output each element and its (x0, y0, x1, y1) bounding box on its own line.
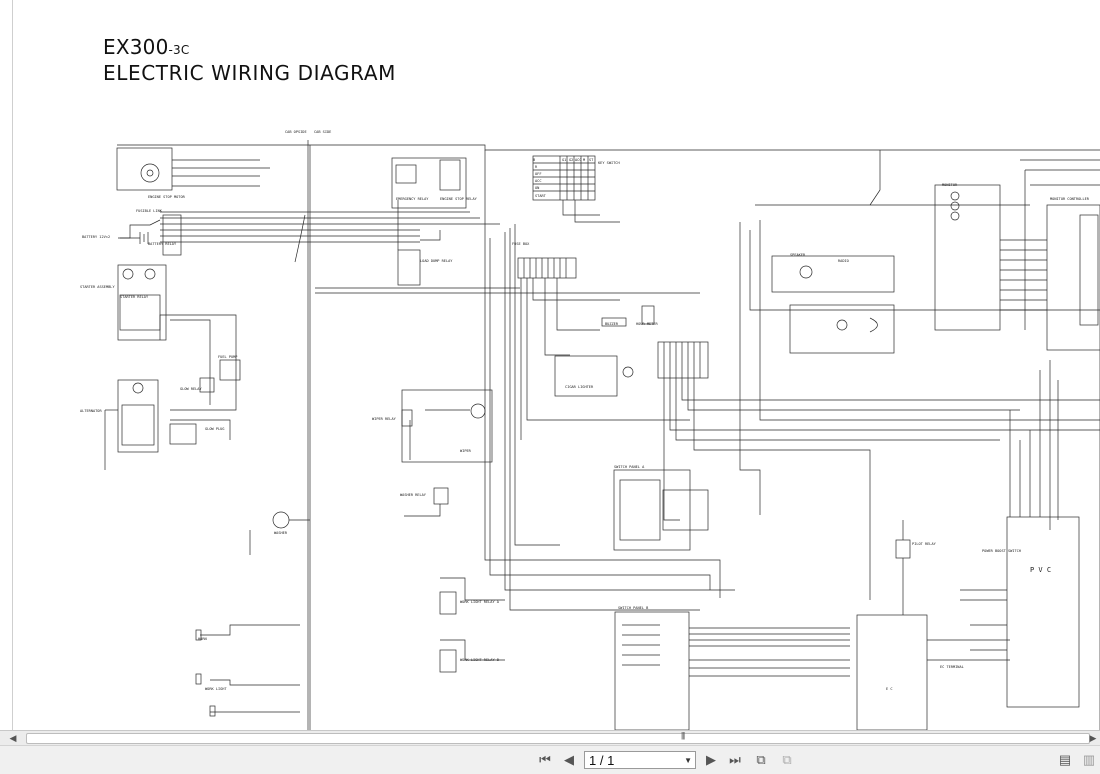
viewer-toolbar: ⏮ ◀ 1 / 1 ▼ ▶ ⏭ ⧉ ⧉ ▤ ▥ (0, 745, 1100, 774)
wiring-diagram: B G1 G2 ACC M ST R OFF ACC ON START KEY … (80, 130, 1100, 730)
label-power-boost-switch: POWER BOOST SWITCH (982, 549, 1021, 553)
chevron-down-icon: ▼ (684, 756, 692, 765)
first-page-icon[interactable]: ⏮ (539, 752, 551, 767)
single-page-view-icon[interactable]: ▤ (1058, 752, 1072, 767)
label-horn: HORN (198, 637, 207, 641)
scroll-grip-icon[interactable]: ||| (681, 731, 685, 740)
label-wiper: WIPER (460, 449, 472, 453)
page-edge (12, 0, 13, 730)
label-switch-panel-a: SWITCH PANEL A (614, 465, 645, 469)
label-key-switch: KEY SWITCH (598, 161, 620, 165)
key-pos-st: ST (589, 158, 594, 162)
label-cab-side: CAB SIDE (314, 130, 331, 134)
key-pos-g1: G1 (562, 158, 566, 162)
label-starter-relay: STARTER RELAY (120, 295, 149, 299)
label-starter-assembly: STARTER ASSEMBLY (80, 285, 115, 289)
key-pos-b: B (533, 158, 535, 162)
label-buzzer: BUZZER (605, 322, 619, 326)
label-glow-relay: GLOW RELAY (180, 387, 202, 391)
title-suffix: -3C (168, 43, 190, 57)
label-monitor-controller: MONITOR CONTROLLER (1050, 197, 1090, 201)
key-row-start: START (535, 194, 547, 198)
label-battery-relay: BATTERY RELAY (148, 242, 177, 246)
label-cigar-lighter: CIGAR LIGHTER (565, 385, 594, 389)
horizontal-scrollbar[interactable]: ◀ ||| ▶ (0, 730, 1100, 745)
label-hour-meter: HOUR METER (636, 322, 658, 326)
fit-width-icon[interactable]: ⧉ (782, 752, 792, 767)
key-row-on: ON (535, 186, 539, 190)
label-work-light-relay-a: WORK LIGHT RELAY A (460, 600, 500, 604)
label-work-light: WORK LIGHT (205, 687, 227, 691)
key-pos-acc: ACC (575, 158, 582, 162)
key-pos-m: M (583, 158, 586, 162)
key-row-r: R (535, 165, 538, 169)
page-selector[interactable]: 1 / 1 ▼ (584, 751, 696, 769)
label-switch-panel-b: SWITCH PANEL B (618, 606, 648, 610)
label-work-light-relay-b: WORK LIGHT RELAY B (460, 658, 499, 662)
last-page-icon[interactable]: ⏭ (729, 752, 741, 767)
key-pos-g2: G2 (569, 158, 573, 162)
next-page-icon[interactable]: ▶ (706, 752, 716, 767)
page-number: 1 / 1 (589, 753, 615, 768)
previous-page-icon[interactable]: ◀ (564, 752, 574, 767)
label-fusible-link: FUSIBLE LINK (136, 209, 163, 213)
label-pvc: P V C (1030, 566, 1051, 574)
scroll-track[interactable] (26, 733, 1090, 744)
label-glow-plug: GLOW PLUG (205, 427, 224, 431)
label-ec-terminal: EC TERMINAL (940, 665, 964, 669)
label-wiper-relay: WIPER RELAY (372, 417, 397, 421)
two-page-view-icon[interactable]: ▥ (1082, 752, 1096, 767)
label-load-dump-relay: LOAD DUMP RELAY (420, 259, 453, 263)
label-pilot-relay: PILOT RELAY (912, 542, 937, 546)
label-washer-relay: WASHER RELAY (400, 493, 427, 497)
label-fuel-pump: FUEL PUMP (218, 355, 237, 359)
label-engine-side: CAB OPSIDE (285, 130, 307, 134)
document-viewport[interactable]: EX300-3C ELECTRIC WIRING DIAGRAM (0, 0, 1100, 730)
label-engine-stop-relay: ENGINE STOP RELAY (440, 197, 478, 201)
scroll-left-arrow-icon[interactable]: ◀ (9, 733, 17, 743)
label-monitor: MONITOR (942, 183, 958, 187)
title-main: EX300 (103, 35, 169, 59)
label-ec: E C (886, 687, 893, 691)
key-row-acc: ACC (535, 179, 542, 183)
label-radio: RADIO (838, 259, 849, 263)
label-emergency-relay: EMERGENCY RELAY (396, 197, 429, 201)
key-row-off: OFF (535, 172, 542, 176)
label-battery: BATTERY 12V×2 (82, 235, 110, 239)
label-washer: WASHER (274, 531, 288, 535)
label-fuse-box: FUSE BOX (512, 242, 530, 246)
document-title: EX300-3C (103, 34, 189, 63)
label-alternator: ALTERNATOR (80, 409, 102, 413)
fit-page-icon[interactable]: ⧉ (756, 752, 766, 767)
document-subtitle: ELECTRIC WIRING DIAGRAM (103, 61, 396, 85)
label-speaker: SPEAKER (790, 253, 806, 257)
scroll-right-arrow-icon[interactable]: ▶ (1089, 733, 1097, 743)
label-engine-stop-motor: ENGINE STOP MOTOR (148, 195, 186, 199)
